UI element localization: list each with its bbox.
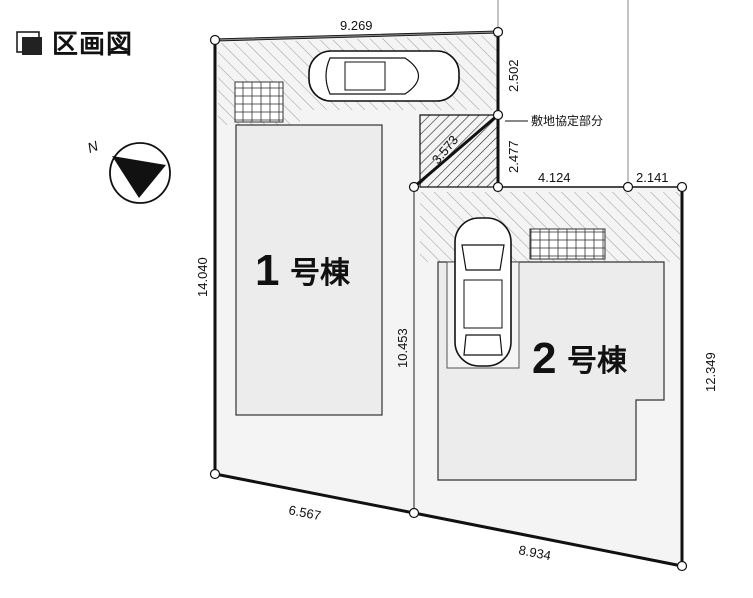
compass-icon: N — [85, 137, 171, 204]
dimension-top: 9.269 — [340, 18, 373, 33]
building-1-number: 1 — [255, 246, 279, 295]
building-1-footprint — [235, 124, 383, 416]
diagonal-line — [413, 113, 499, 189]
title-block: 区画図 — [16, 29, 133, 59]
dimension-right-mid: 2.477 — [506, 140, 521, 173]
building-2-number: 2 — [532, 334, 556, 383]
building-1-label: 号棟 — [290, 257, 351, 290]
page-title: 区画図 — [52, 29, 133, 59]
agreement-annotation: 敷地協定部分 — [531, 113, 603, 128]
compass-north-label: N — [85, 137, 101, 156]
car-1-icon — [308, 50, 460, 102]
dimension-right-upper: 2.502 — [506, 59, 521, 92]
dimension-bottom-right: 8.934 — [517, 542, 552, 563]
dimension-top-right: 2.141 — [636, 170, 669, 185]
dimension-bottom-left: 6.567 — [287, 502, 322, 523]
building-2-porch — [529, 228, 606, 260]
dimension-divider: 10.453 — [395, 328, 410, 368]
boundary-points — [209, 26, 688, 572]
dimension-right-lower: 12.349 — [703, 352, 718, 392]
building-2-label: 号棟 — [567, 345, 628, 378]
car-2-icon — [454, 217, 512, 367]
building-1-porch — [234, 81, 284, 123]
dimension-left: 14.040 — [195, 257, 210, 297]
dimension-mid-horizontal: 4.124 — [538, 170, 571, 185]
